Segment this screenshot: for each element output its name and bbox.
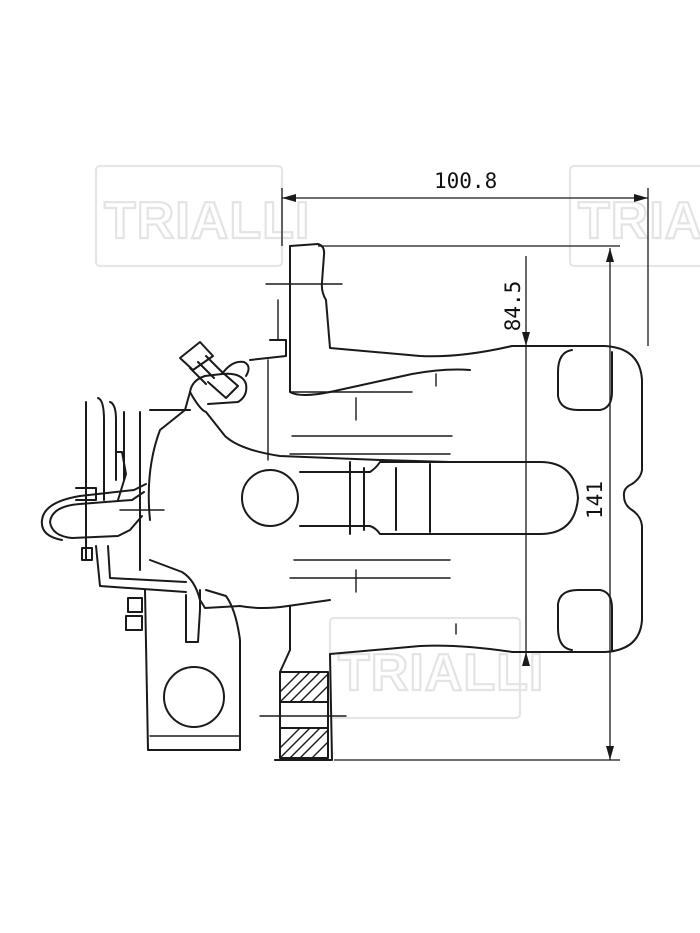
watermark-brand-text: TRIALLI — [104, 192, 310, 250]
piston-bore-circle — [241, 469, 299, 527]
dimension-height-inner: 84.5 — [501, 256, 540, 666]
dimension-label-100-8: 100.8 — [434, 169, 497, 193]
dimension-label-141: 141 — [583, 481, 607, 519]
watermark-bottom-center: TRIALLI — [328, 616, 544, 720]
watermark-top-right: TRIALLI — [568, 164, 700, 268]
caliper-body — [144, 243, 643, 761]
watermark-top-left: TRIALLI — [94, 164, 310, 268]
parking-brake-spring — [40, 397, 187, 631]
center-markers — [259, 283, 347, 717]
dimension-height-overall: 141 — [318, 245, 620, 761]
watermark-brand-text: TRIALLI — [338, 644, 544, 702]
hatched-sleeve — [279, 671, 329, 759]
mount-hole-circle — [163, 666, 225, 728]
bleed-screw — [179, 341, 250, 405]
dimension-label-84-5: 84.5 — [501, 281, 525, 332]
dimension-width-top: 100.8 — [281, 169, 649, 346]
watermark-brand-text: TRIALLI — [578, 192, 700, 250]
